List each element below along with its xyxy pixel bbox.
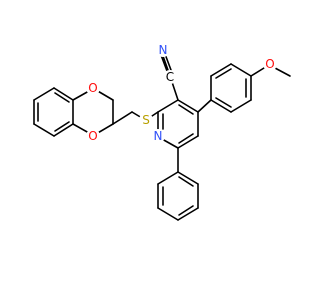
bonds: [33, 53, 291, 221]
benzodioxane-oxygen-bottom: O: [86, 129, 100, 143]
benzodioxane-oxygen-top: O: [86, 81, 100, 95]
oxygen-atom-label: O: [88, 129, 97, 143]
pyridine-nitrogen: N: [151, 129, 165, 143]
nitrile-nitrogen: N: [156, 43, 170, 57]
atom-labels: O O S N C N O: [86, 43, 277, 143]
molecule-structure-diagram: O O S N C N O: [33, 43, 291, 221]
oxygen-atom-label: O: [265, 57, 274, 71]
carbon-atom-label: C: [166, 70, 174, 84]
oxygen-atom-label: O: [88, 81, 97, 95]
thioether-sulfur: S: [139, 113, 153, 127]
nitrogen-atom-label: N: [154, 129, 163, 143]
methoxy-oxygen: O: [263, 57, 277, 71]
nitrile-carbon: C: [163, 70, 177, 84]
sulfur-atom-label: S: [142, 113, 150, 127]
nitrogen-atom-label: N: [159, 43, 168, 57]
